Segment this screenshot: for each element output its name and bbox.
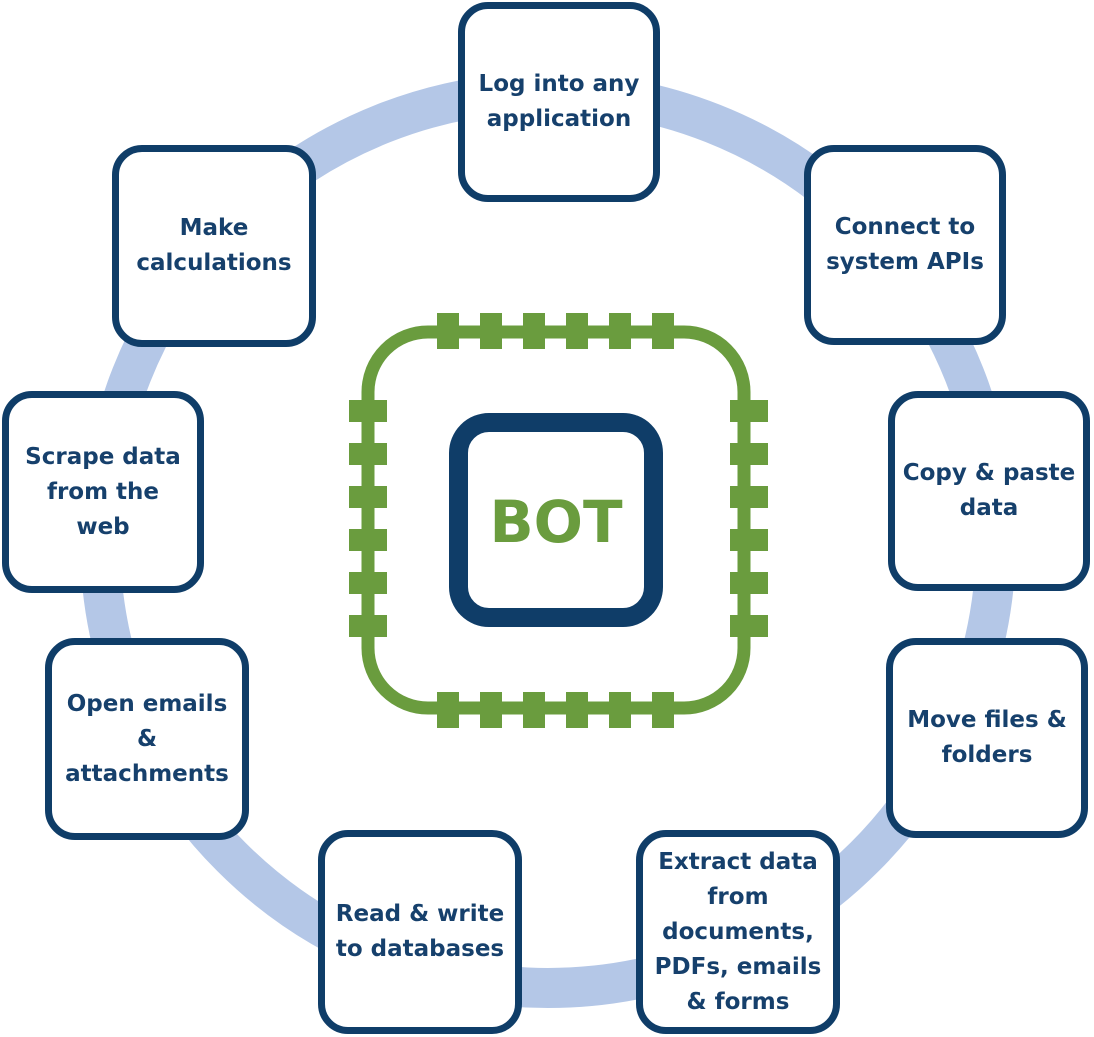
chip-pin-right-2 — [730, 486, 768, 508]
chip-pin-bottom-0 — [437, 692, 459, 728]
chip-pin-top-2 — [523, 313, 545, 349]
node-login-label: Log into any application — [478, 71, 640, 132]
chip-pin-left-2 — [349, 486, 387, 508]
chip-pin-bottom-1 — [480, 692, 502, 728]
node-move-files-label: Move files & folders — [907, 707, 1067, 768]
chip-pin-left-0 — [349, 400, 387, 422]
chip-pin-bottom-4 — [609, 692, 631, 728]
node-open-emails: Open emails & attachments — [45, 638, 249, 840]
node-databases-label: Read & write to databases — [335, 901, 505, 962]
node-extract-data-label: Extract data from documents, PDFs, email… — [654, 848, 822, 1015]
chip-body — [361, 325, 751, 715]
node-scrape-web-label: Scrape data from the web — [25, 443, 181, 540]
node-scrape-web: Scrape data from the web — [2, 391, 204, 593]
chip-pin-top-3 — [566, 313, 588, 349]
node-login: Log into any application — [458, 2, 660, 202]
chip-pin-bottom-5 — [652, 692, 674, 728]
node-calculations-label: Make calculations — [136, 215, 292, 276]
chip-pin-left-1 — [349, 443, 387, 465]
chip-pin-top-0 — [437, 313, 459, 349]
node-connect-apis-label: Connect to system APIs — [826, 214, 984, 275]
chip-pin-right-1 — [730, 443, 768, 465]
node-copy-paste: Copy & paste data — [888, 391, 1090, 591]
chip-pin-top-5 — [652, 313, 674, 349]
chip-pin-top-1 — [480, 313, 502, 349]
node-connect-apis: Connect to system APIs — [804, 145, 1006, 345]
node-calculations: Make calculations — [112, 145, 316, 347]
chip-pin-right-4 — [730, 572, 768, 594]
chip-pin-top-4 — [609, 313, 631, 349]
chip-pin-bottom-2 — [523, 692, 545, 728]
node-copy-paste-label: Copy & paste data — [902, 460, 1076, 521]
bot-label: BOT — [489, 488, 623, 556]
node-open-emails-label: Open emails & attachments — [65, 690, 229, 787]
bot-core: BOT — [449, 413, 663, 627]
chip-pin-right-5 — [730, 615, 768, 637]
chip-pin-left-5 — [349, 615, 387, 637]
node-databases: Read & write to databases — [318, 830, 522, 1034]
chip-pin-left-4 — [349, 572, 387, 594]
node-extract-data: Extract data from documents, PDFs, email… — [636, 830, 840, 1034]
chip-pin-left-3 — [349, 529, 387, 551]
chip-pin-bottom-3 — [566, 692, 588, 728]
chip-pin-right-0 — [730, 400, 768, 422]
chip-pins — [349, 313, 768, 728]
chip-pin-right-3 — [730, 529, 768, 551]
node-move-files: Move files & folders — [886, 638, 1088, 838]
